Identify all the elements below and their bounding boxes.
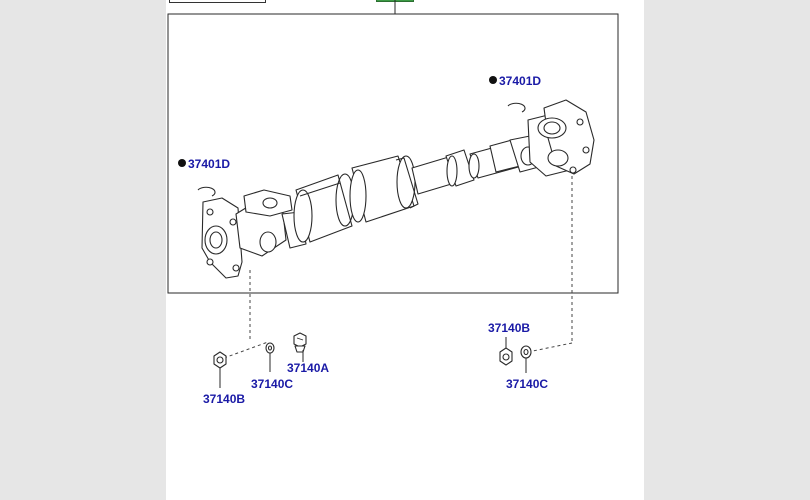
label-37140C-left[interactable]: 37140C — [251, 377, 293, 391]
label-37401D-left[interactable]: 37401D — [188, 157, 230, 171]
washer-left-icon — [265, 342, 275, 354]
bolt-left-icon — [293, 332, 307, 353]
snap-ring-left — [197, 186, 216, 197]
label-37140A[interactable]: 37140A — [287, 361, 329, 375]
snap-ring-right — [507, 102, 526, 113]
label-37401D-right[interactable]: 37401D — [499, 74, 541, 88]
header-tab — [169, 0, 266, 3]
label-37140B-left[interactable]: 37140B — [203, 392, 245, 406]
leader-left-horizontal — [223, 341, 269, 359]
assembly-frame — [167, 13, 619, 294]
bullet-icon — [489, 76, 497, 84]
label-37140C-right[interactable]: 37140C — [506, 377, 548, 391]
propeller-shaft-illustration — [201, 99, 595, 279]
washer-right-icon — [520, 345, 532, 359]
nut-left-icon — [213, 351, 227, 369]
leader-right-horizontal — [527, 342, 573, 353]
bullet-icon — [178, 159, 186, 167]
nut-right-icon — [499, 347, 513, 366]
label-37140B-right[interactable]: 37140B — [488, 321, 530, 335]
